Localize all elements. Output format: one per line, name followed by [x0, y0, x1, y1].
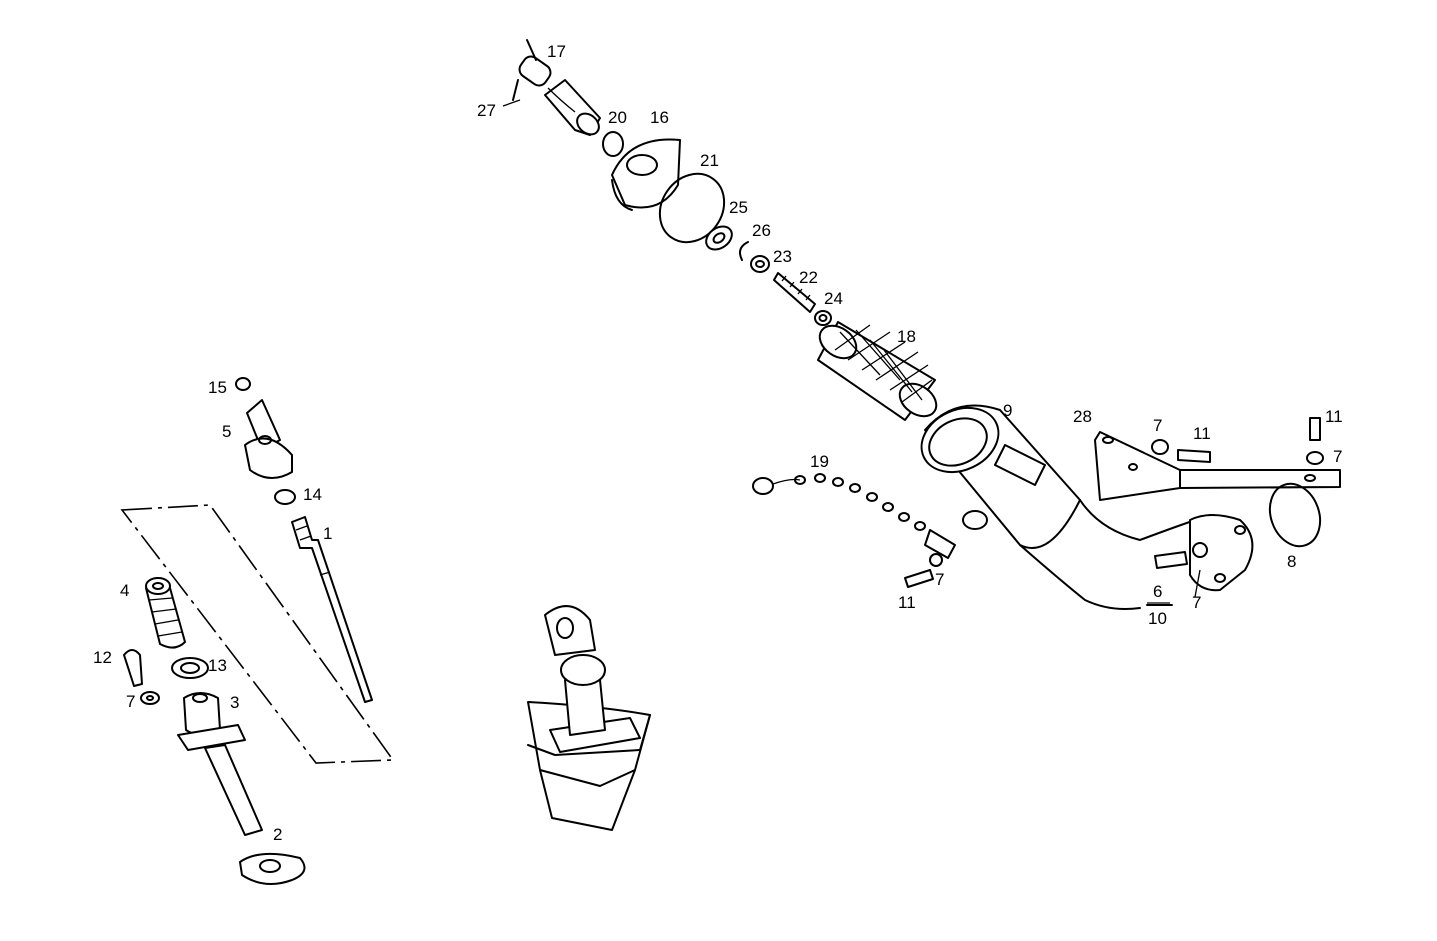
dipstick-1	[291, 516, 373, 703]
label-3: 3	[230, 693, 239, 712]
o-ring-14	[274, 489, 296, 505]
label-27: 27	[477, 101, 496, 120]
label-24: 24	[824, 289, 843, 308]
label-8: 8	[1287, 552, 1296, 571]
gasket-2	[239, 852, 306, 885]
label-25: 25	[729, 198, 748, 217]
breather-valve-17	[512, 39, 601, 136]
washer-15	[235, 377, 251, 391]
dipstick-handle-5	[244, 399, 293, 479]
stud-22	[773, 272, 816, 313]
filter-element-18	[817, 321, 938, 421]
seal-13	[171, 657, 209, 679]
label-21: 21	[700, 151, 719, 170]
label-14: 14	[303, 485, 322, 504]
label-20: 20	[608, 108, 627, 127]
label-7-chain: 7	[935, 570, 944, 589]
label-7-left: 7	[126, 692, 135, 711]
gasket-8	[1268, 482, 1322, 548]
label-11-far-right: 11	[1325, 407, 1343, 426]
label-28: 28	[1073, 407, 1092, 426]
label-9: 9	[1003, 401, 1012, 420]
washer-24	[814, 310, 832, 326]
cover-16	[611, 138, 681, 211]
flange-plate	[1189, 514, 1254, 592]
label-12: 12	[93, 648, 112, 667]
label-7-flange: 7	[1192, 593, 1201, 612]
label-10: 10	[1148, 609, 1167, 628]
chain-19	[752, 473, 956, 559]
label-1: 1	[323, 524, 332, 543]
label-22: 22	[799, 268, 818, 287]
guide-tube-3	[177, 692, 263, 836]
label-7-bracket: 7	[1153, 416, 1162, 435]
bracket-28	[1094, 431, 1341, 501]
filler-neck-9	[920, 404, 1211, 610]
clip-26	[739, 241, 749, 261]
label-15: 15	[208, 378, 227, 397]
label-5: 5	[222, 422, 231, 441]
label-16: 16	[650, 108, 669, 127]
label-6: 6	[1153, 582, 1162, 601]
washer-25	[705, 225, 733, 251]
assembled-view	[527, 605, 651, 831]
label-7-far-right: 7	[1333, 447, 1342, 466]
bolt-12	[123, 649, 143, 687]
seal-ring-20	[602, 131, 624, 157]
label-4: 4	[120, 581, 129, 600]
leader-lines	[502, 99, 1201, 604]
label-11-bracket: 11	[1193, 424, 1211, 443]
label-26: 26	[752, 221, 771, 240]
label-11-chain: 11	[898, 593, 916, 612]
fitting-4	[145, 577, 186, 649]
label-13: 13	[208, 656, 227, 675]
label-19: 19	[810, 452, 829, 471]
screws-and-washers-right	[904, 417, 1324, 588]
reference-outline	[120, 504, 395, 764]
gasket-21	[658, 172, 726, 244]
nut-23	[750, 255, 770, 273]
label-17: 17	[547, 42, 566, 61]
label-23: 23	[773, 247, 792, 266]
label-18: 18	[897, 327, 916, 346]
label-2: 2	[273, 825, 282, 844]
washer-7-left	[140, 691, 160, 705]
